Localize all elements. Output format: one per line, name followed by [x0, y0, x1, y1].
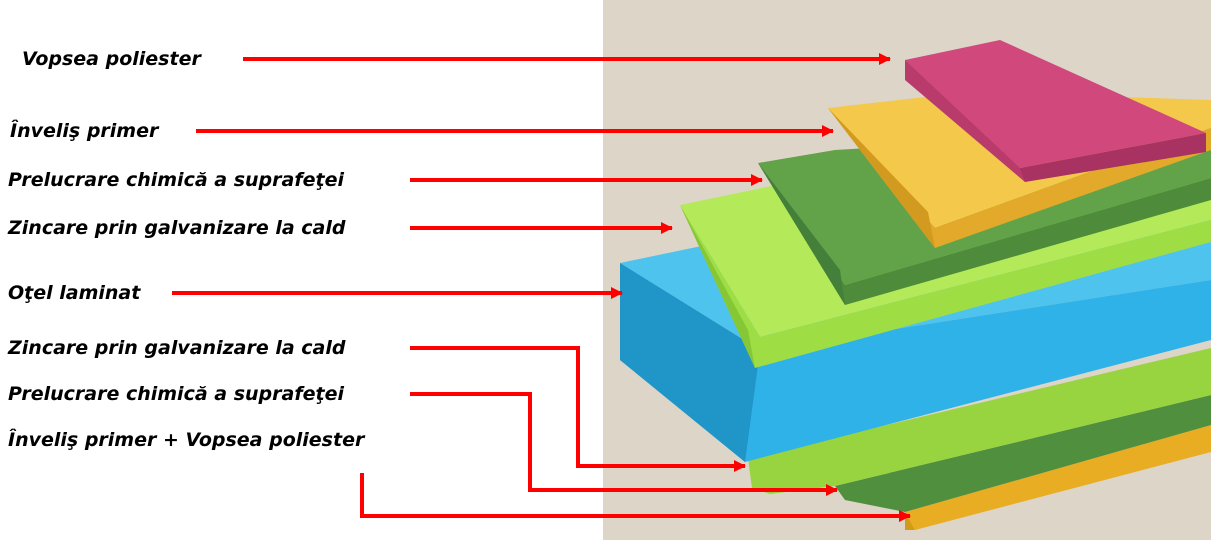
- label-prelucrare-chimica-bottom: Prelucrare chimică a suprafeţei: [8, 383, 344, 405]
- label-prelucrare-chimica-top: Prelucrare chimică a suprafeţei: [8, 169, 344, 191]
- label-zincare-top: Zincare prin galvanizare la cald: [8, 217, 346, 239]
- bottom-chemical-treatment-layer: [835, 395, 1211, 512]
- arrow-prelucrare-chimica-bottom: [410, 392, 838, 496]
- label-vopsea-poliester: Vopsea poliester: [22, 48, 201, 70]
- label-primer-paint-bottom: Înveliş primer + Vopsea poliester: [8, 429, 365, 451]
- arrow-zincare-bottom: [410, 346, 746, 472]
- bottom-zinc-layer: [748, 348, 1211, 494]
- label-zincare-bottom: Zincare prin galvanizare la cald: [8, 337, 346, 359]
- layer-stack: [620, 40, 1211, 530]
- label-otel-laminat: Oţel laminat: [8, 282, 141, 304]
- arrows: [172, 53, 911, 522]
- top-polyester-paint-layer: [905, 40, 1206, 182]
- label-invelis-primer: Înveliş primer: [10, 120, 159, 142]
- arrow-primer-paint-bottom: [360, 473, 911, 522]
